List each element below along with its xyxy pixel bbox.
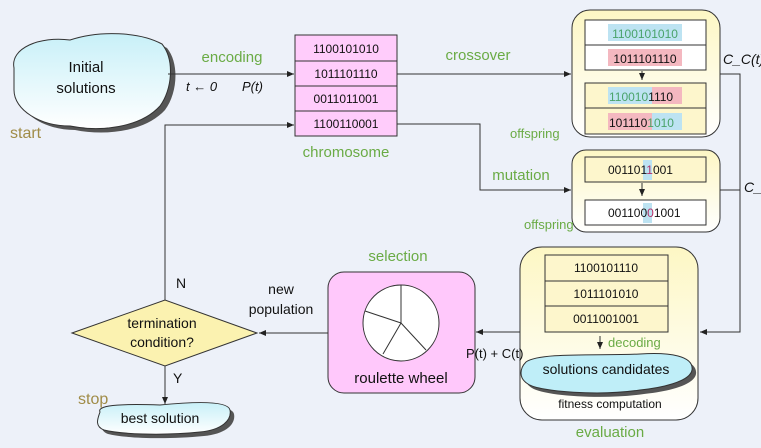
crossover-offspring-label: offspring xyxy=(510,126,560,141)
termination-line1: termination xyxy=(127,315,196,331)
selection-label: selection xyxy=(368,248,427,265)
mutation-box: 0011011001 00110001001 xyxy=(571,149,721,233)
stop-label: stop xyxy=(78,391,108,408)
chromosome-label: chromosome xyxy=(303,144,390,161)
parent-1: 1100101010 xyxy=(612,27,678,41)
mutation-after-bit: 0 xyxy=(647,206,654,220)
mutation-offspring-label: offspring xyxy=(524,217,574,232)
child-1-right: 1110 xyxy=(648,90,673,104)
mutation-before-bit: 1 xyxy=(646,163,653,177)
child-1-left: 110010 xyxy=(609,90,648,104)
decoding-label: decoding xyxy=(608,335,661,350)
svg-text:0011011001: 0011011001 xyxy=(608,163,673,177)
mutation-after-post: 1001 xyxy=(654,206,681,220)
parent-2: 1011101110 xyxy=(613,52,677,66)
chromosome-row: 1011101110 xyxy=(314,67,378,81)
chromosome-row: 1100101010 xyxy=(313,42,379,56)
child-2-right: 1010 xyxy=(647,116,674,130)
fitness-computation: fitness computation xyxy=(558,397,661,411)
evaluation-row: 1011101010 xyxy=(574,287,639,301)
solutions-candidates: solutions candidates xyxy=(543,361,670,377)
no-label: N xyxy=(176,275,186,291)
crossover-label: crossover xyxy=(445,47,510,64)
evaluation-row: 1100101110 xyxy=(574,261,638,275)
mutation-label: mutation xyxy=(492,167,550,184)
chromosome-row: 0011011001 xyxy=(314,92,379,106)
mutation-before-pre: 001101 xyxy=(608,163,647,177)
selection-box: roulette wheel xyxy=(327,271,476,394)
best-solution-text: best solution xyxy=(121,410,200,426)
best-solution-cloud: best solution xyxy=(97,402,235,439)
mutation-before-post: 001 xyxy=(653,163,673,177)
evaluation-row: 0011001001 xyxy=(573,312,639,326)
loop-back-arrow xyxy=(164,122,294,300)
termination-line2: condition? xyxy=(130,334,194,350)
cloud-text-line2: solutions xyxy=(56,80,115,97)
population-label: P(t) xyxy=(242,79,263,94)
evaluation-box: 1100101110 1011101010 0011001001 decodin… xyxy=(519,246,699,421)
chromosome-table: 1100101010 1011101110 0011011001 1100110… xyxy=(294,34,398,137)
svg-text:00110001001: 00110001001 xyxy=(608,206,681,220)
mutation-arrow xyxy=(397,123,571,193)
evaluation-label: evaluation xyxy=(576,424,644,441)
cloud-text-line1: Initial xyxy=(68,59,103,76)
selection-input-label: P(t) + C(t) xyxy=(466,346,523,361)
termination-decision: termination condition? xyxy=(70,299,259,367)
child-2-left: 101110 xyxy=(609,116,648,130)
mutation-after-pre: 001100 xyxy=(608,206,647,220)
crossover-box: 1100101010 1011101110 1100101110 1011101… xyxy=(571,9,721,138)
chromosome-row: 1100110001 xyxy=(314,117,379,131)
crossover-output-label: C_C(t) xyxy=(723,51,761,67)
yes-label: Y xyxy=(173,370,183,386)
offspring-to-evaluation-arrow xyxy=(700,73,741,335)
svg-text:1011101010: 1011101010 xyxy=(609,116,674,130)
svg-text:1100101110: 1100101110 xyxy=(609,90,673,104)
init-label: t ← 0 xyxy=(186,79,218,94)
encoding-label: encoding xyxy=(202,49,263,66)
start-label: start xyxy=(10,125,42,142)
mutation-output-label: C_M xyxy=(744,179,761,195)
initial-solutions-cloud: Initial solutions xyxy=(13,33,176,133)
roulette-wheel-label: roulette wheel xyxy=(354,370,447,387)
new-population-line1: new xyxy=(268,281,295,297)
new-population-line2: population xyxy=(249,301,314,317)
